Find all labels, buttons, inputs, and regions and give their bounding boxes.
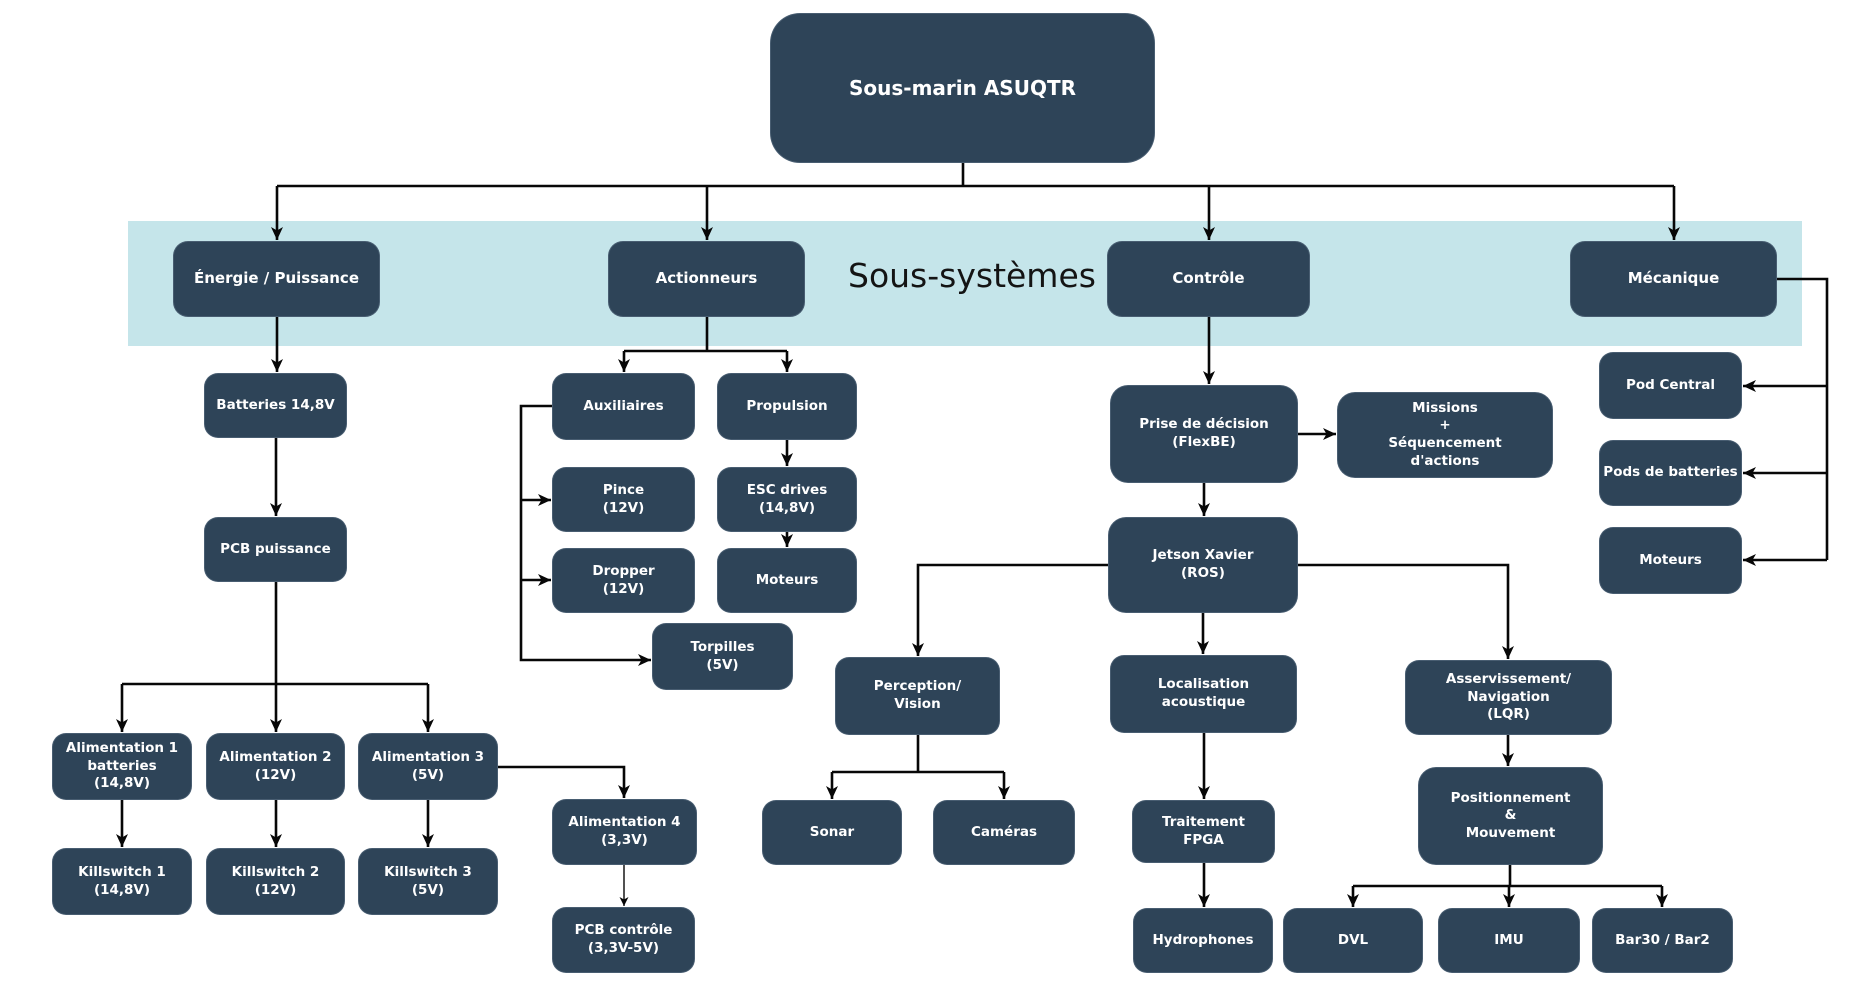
node-pods-de-batteries: Pods de batteries (1599, 440, 1742, 506)
node-killswitch-1: Killswitch 1 (14,8V) (52, 848, 192, 915)
node-prise-decision: Prise de décision (FlexBE) (1110, 385, 1298, 483)
subsystems-band (128, 221, 1802, 346)
node-actionneurs: Actionneurs (608, 241, 805, 317)
edge-jetson-asservissement (1298, 563, 1514, 659)
node-torpilles: Torpilles (5V) (652, 623, 793, 690)
node-moteurs-actionneurs: Moteurs (717, 548, 857, 613)
node-perception-vision: Perception/ Vision (835, 657, 1000, 735)
node-mecanique: Mécanique (1570, 241, 1777, 317)
node-alimentation-3: Alimentation 3 (5V) (358, 733, 498, 800)
node-positionnement-mouvement: Positionnement & Mouvement (1418, 767, 1603, 865)
subsystems-band-label: Sous-systèmes (848, 256, 1096, 295)
node-asservissement-navigation: Asservissement/ Navigation (LQR) (1405, 660, 1612, 735)
node-batteries: Batteries 14,8V (204, 373, 347, 438)
node-auxiliaires: Auxiliaires (552, 373, 695, 440)
edge-mecanique-rail (1777, 277, 1829, 560)
node-killswitch-3: Killswitch 3 (5V) (358, 848, 498, 915)
node-alimentation-1: Alimentation 1 batteries (14,8V) (52, 733, 192, 800)
node-bar30-bar2: Bar30 / Bar2 (1592, 908, 1733, 973)
edge-jetson-perception (912, 563, 1108, 656)
node-jetson-xavier: Jetson Xavier (ROS) (1108, 517, 1298, 613)
node-energie-puissance: Énergie / Puissance (173, 241, 380, 317)
node-traitement-fpga: Traitement FPGA (1132, 800, 1275, 863)
node-alimentation-2: Alimentation 2 (12V) (206, 733, 345, 800)
node-propulsion: Propulsion (717, 373, 857, 440)
node-sonar: Sonar (762, 800, 902, 865)
edge-actionneurs-split (624, 317, 787, 353)
node-imu: IMU (1438, 908, 1580, 973)
node-pince: Pince (12V) (552, 467, 695, 532)
node-pod-central: Pod Central (1599, 352, 1742, 419)
node-missions: Missions + Séquencement d'actions (1337, 392, 1553, 478)
node-moteurs-mecanique: Moteurs (1599, 527, 1742, 594)
edge-positionnement-split (1353, 865, 1662, 888)
node-cameras: Caméras (933, 800, 1075, 865)
node-pcb-controle: PCB contrôle (3,3V-5V) (552, 907, 695, 973)
node-killswitch-2: Killswitch 2 (12V) (206, 848, 345, 915)
node-hydrophones: Hydrophones (1133, 908, 1273, 973)
edge-perception-split (832, 735, 1004, 774)
node-alimentation-4: Alimentation 4 (3,3V) (552, 799, 697, 865)
node-dvl: DVL (1283, 908, 1423, 973)
node-dropper: Dropper (12V) (552, 548, 695, 613)
node-controle: Contrôle (1107, 241, 1310, 317)
node-esc-drives: ESC drives (14,8V) (717, 467, 857, 532)
node-pcb-puissance: PCB puissance (204, 517, 347, 582)
edge-pcb-split (122, 582, 428, 686)
node-root-title: Sous-marin ASUQTR (770, 13, 1155, 163)
edge-auxiliaires-torpilles (519, 404, 651, 666)
node-localisation-acoustique: Localisation acoustique (1110, 655, 1297, 733)
edge-alim3-alim4 (498, 765, 630, 798)
edge-title-bus (277, 163, 1674, 188)
